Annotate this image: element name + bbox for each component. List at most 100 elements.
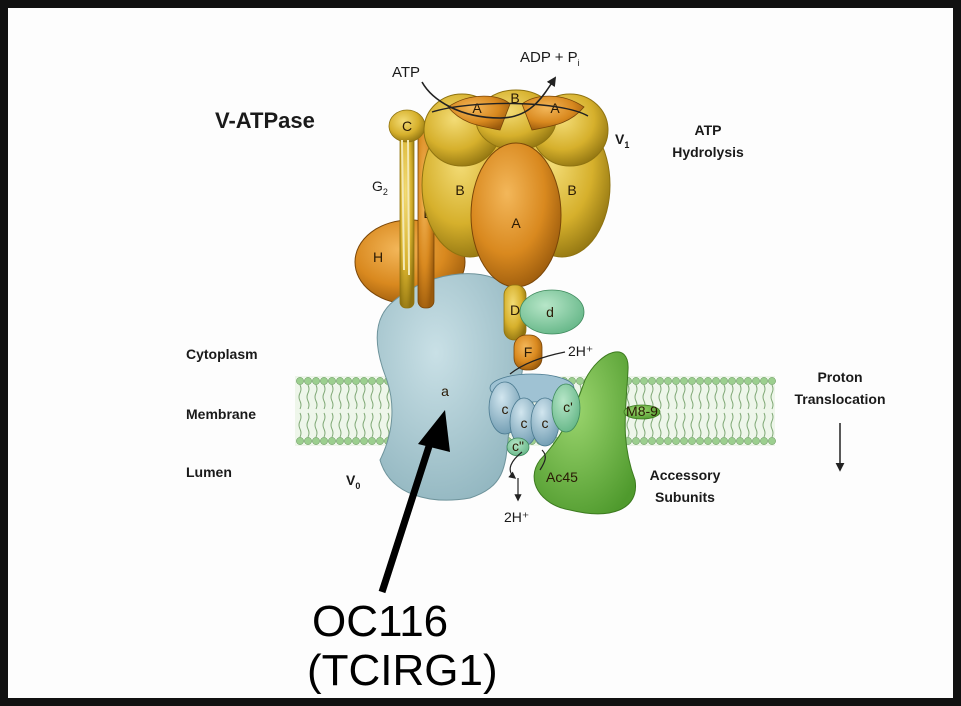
- lipid-tail: [330, 412, 334, 438]
- lipid-tail: [306, 412, 310, 438]
- lipid-tail: [298, 384, 302, 410]
- lipid-head: [376, 437, 384, 445]
- lipid-tail: [770, 384, 774, 410]
- lipid-head: [688, 377, 696, 385]
- lipid-tail: [682, 384, 686, 410]
- lipid-tail: [362, 384, 366, 410]
- lipid-head: [648, 437, 656, 445]
- lipid-head: [664, 437, 672, 445]
- subunit-g2: [401, 139, 410, 276]
- lipid-head: [296, 377, 304, 385]
- lipid-tail: [338, 412, 342, 438]
- lipid-tail: [746, 384, 750, 410]
- lipid-head: [728, 377, 736, 385]
- lipid-tail: [698, 412, 702, 438]
- accessory-subunits-line1: Accessory: [650, 467, 721, 483]
- lipid-tail: [706, 384, 710, 410]
- lipid-head: [704, 377, 712, 385]
- lipid-head: [752, 437, 760, 445]
- lipid-tail: [298, 412, 302, 438]
- svg-text:c": c": [512, 438, 524, 454]
- complex-title: V-ATPase: [215, 108, 315, 133]
- lipid-head: [736, 377, 744, 385]
- lipid-head: [656, 437, 664, 445]
- lipid-head: [680, 377, 688, 385]
- gene-pointer-arrow: [378, 410, 450, 594]
- lipid-tail: [690, 384, 694, 410]
- lipid-tail: [666, 384, 670, 410]
- lipid-tail: [650, 384, 654, 410]
- lipid-head: [672, 437, 680, 445]
- lipid-tail: [658, 384, 662, 410]
- lipid-tail: [754, 412, 758, 438]
- proton-out-label: 2H⁺: [504, 509, 529, 525]
- lipid-tail: [674, 384, 678, 410]
- lipid-tail: [314, 412, 318, 438]
- lipid-tail: [762, 384, 766, 410]
- proton-translocation-line2: Translocation: [794, 391, 885, 407]
- lipid-head: [696, 377, 704, 385]
- lipid-head: [368, 437, 376, 445]
- lipid-head: [736, 437, 744, 445]
- subunit-c-capital: C: [388, 109, 426, 143]
- lipid-tail: [698, 384, 702, 410]
- lumen-label: Lumen: [186, 464, 232, 480]
- svg-text:c': c': [563, 399, 573, 415]
- lipid-tail: [658, 412, 662, 438]
- lipid-tail: [722, 384, 726, 410]
- lipid-head: [304, 377, 312, 385]
- lipid-head: [760, 377, 768, 385]
- svg-text:A: A: [550, 100, 560, 116]
- lipid-head: [696, 437, 704, 445]
- lipid-tail: [322, 412, 326, 438]
- lipid-head: [296, 437, 304, 445]
- lipid-head: [744, 437, 752, 445]
- lipid-tail: [314, 384, 318, 410]
- lipid-tail: [714, 412, 718, 438]
- lipid-head: [360, 377, 368, 385]
- lipid-head: [336, 437, 344, 445]
- lipid-head: [672, 377, 680, 385]
- lipid-tail: [338, 384, 342, 410]
- svg-text:C: C: [402, 118, 412, 134]
- lipid-head: [344, 377, 352, 385]
- lipid-tail: [378, 412, 382, 438]
- gene-name: OC116: [312, 597, 448, 646]
- lipid-head: [632, 437, 640, 445]
- lipid-head: [680, 437, 688, 445]
- svg-text:c: c: [542, 415, 549, 431]
- lipid-tail: [330, 384, 334, 410]
- lipid-head: [320, 437, 328, 445]
- lipid-head: [344, 437, 352, 445]
- lipid-head: [712, 377, 720, 385]
- lipid-tail: [354, 384, 358, 410]
- lipid-tail: [746, 412, 750, 438]
- lipid-tail: [322, 384, 326, 410]
- lipid-tail: [306, 384, 310, 410]
- svg-text:A: A: [511, 215, 521, 231]
- lipid-head: [752, 377, 760, 385]
- lipid-tail: [378, 384, 382, 410]
- lipid-tail: [738, 412, 742, 438]
- atp-label: ATP: [392, 64, 420, 81]
- lipid-head: [312, 437, 320, 445]
- lipid-tail: [370, 412, 374, 438]
- svg-text:M8-9: M8-9: [626, 403, 658, 419]
- svg-text:Ac45: Ac45: [546, 469, 578, 485]
- lipid-head: [328, 377, 336, 385]
- atp-hydrolysis-line2: Hydrolysis: [672, 144, 744, 160]
- lipid-tail: [354, 412, 358, 438]
- svg-text:d: d: [546, 304, 554, 320]
- lipid-head: [336, 377, 344, 385]
- svg-text:c: c: [502, 401, 509, 417]
- lipid-tail: [770, 412, 774, 438]
- adp-pi-label: ADP + Pi: [520, 49, 580, 68]
- accessory-subunits-line2: Subunits: [655, 489, 715, 505]
- lipid-tail: [362, 412, 366, 438]
- lipid-tail: [626, 384, 630, 410]
- lipid-head: [768, 437, 776, 445]
- lipid-head: [744, 377, 752, 385]
- lipid-tail: [690, 412, 694, 438]
- lipid-tail: [762, 412, 766, 438]
